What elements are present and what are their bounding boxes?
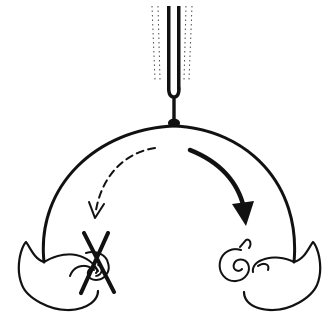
solid-arrow-icon <box>190 150 254 226</box>
tuning-fork-icon <box>167 6 181 128</box>
head-arc <box>43 126 294 262</box>
dashed-arrow-icon <box>89 148 155 218</box>
vibration-lines <box>152 6 192 80</box>
hearing-ear-icon <box>220 240 320 310</box>
